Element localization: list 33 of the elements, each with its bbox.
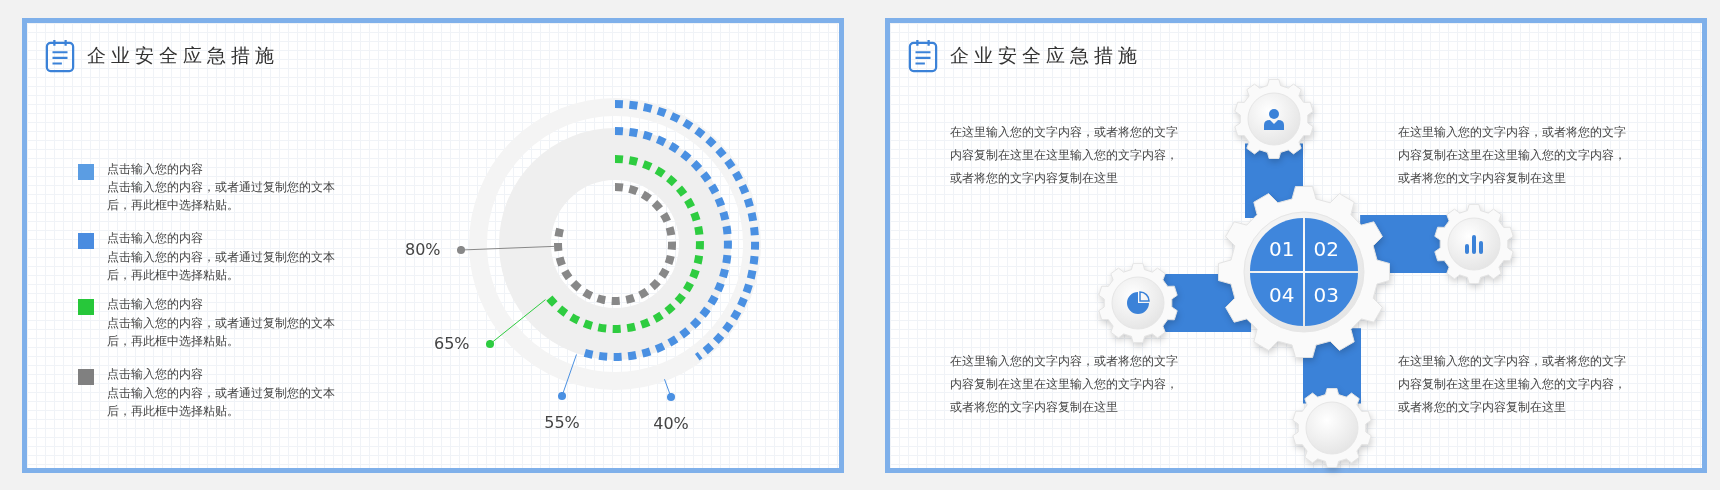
paragraph-text: 在这里输入您的文字内容，或者将您的文字内容复制在这里在这里输入您的文字内容，或者将您的文字内容复制在这里 <box>950 124 1179 187</box>
percentage-label: 40% <box>653 414 689 433</box>
paragraph-text: 在这里输入您的文字内容，或者将您的文字内容复制在这里在这里输入您的文字内容，或者将您的文字内容复制在这里 <box>1398 353 1627 416</box>
percentage-label: 80% <box>405 240 441 259</box>
gear-shape <box>1234 79 1314 159</box>
description-text: 点击输入您的内容，或者通过复制您的文本后，再此框中选择粘贴。 <box>107 315 336 350</box>
leader-line <box>664 378 676 402</box>
slide-title: 企业安全应急措施 <box>87 43 279 68</box>
legend-label: 点击输入您的内容 <box>107 161 203 178</box>
leader-line <box>456 245 555 255</box>
gear-shape <box>1218 186 1390 358</box>
description-text: 点击输入您的内容，或者通过复制您的文本后，再此框中选择粘贴。 <box>107 179 336 214</box>
legend-label: 点击输入您的内容 <box>107 366 203 383</box>
description-text: 点击输入您的内容，或者通过复制您的文本后，再此框中选择粘贴。 <box>107 385 336 420</box>
percentage-label: 65% <box>434 334 470 353</box>
description-text: 点击输入您的内容，或者通过复制您的文本后，再此框中选择粘贴。 <box>107 249 336 284</box>
slide-frame <box>885 18 1707 473</box>
connector-bar <box>1245 143 1303 218</box>
leader-line <box>485 299 546 349</box>
connector-bar <box>1360 215 1450 273</box>
paragraph-text: 在这里输入您的文字内容，或者将您的文字内容复制在这里在这里输入您的文字内容，或者将您的文字内容复制在这里 <box>950 353 1179 416</box>
paragraph-text: 在这里输入您的文字内容，或者将您的文字内容复制在这里在这里输入您的文字内容，或者将您的文字内容复制在这里 <box>1398 124 1627 187</box>
slide-frame <box>22 18 844 473</box>
gear-shape <box>1098 263 1178 343</box>
slide-title: 企业安全应急措施 <box>950 43 1142 68</box>
legend-label: 点击输入您的内容 <box>107 296 203 313</box>
connector-bar <box>1162 274 1252 332</box>
leader-line <box>557 354 577 401</box>
gear-shape <box>1292 388 1372 468</box>
legend-label: 点击输入您的内容 <box>107 230 203 247</box>
gear-shape <box>1434 204 1514 284</box>
percentage-label: 55% <box>544 413 580 432</box>
connector-bar <box>1303 328 1361 404</box>
